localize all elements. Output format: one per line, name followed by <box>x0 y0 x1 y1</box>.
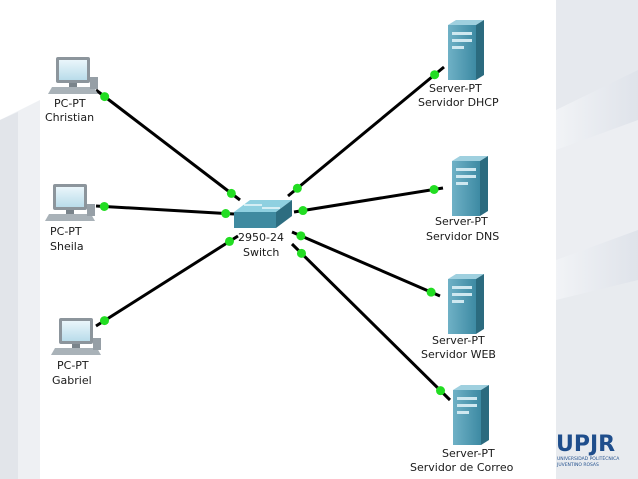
upjr-logo: UPJR UNIVERSIDAD POLITÉCNICA JUVENTINO R… <box>556 432 620 468</box>
pc-icon <box>51 318 101 355</box>
port-dot-srv1-srv1 <box>430 70 440 80</box>
port-dot-switch-pc2 <box>221 209 231 219</box>
port-dot-switch-pc1 <box>226 188 236 198</box>
pc-type-label: PC-PT <box>54 97 86 110</box>
link-srv4-switch <box>290 242 452 402</box>
ports-layer <box>99 70 446 396</box>
port-dot-switch-srv2 <box>298 206 308 216</box>
server-name-label: Servidor de Correo <box>410 461 514 474</box>
server-type-label: Server-PT <box>429 82 482 95</box>
server-web[interactable]: Server-PT Servidor WEB <box>421 274 496 361</box>
server-icon <box>452 156 488 216</box>
server-name-label: Servidor DHCP <box>418 96 499 109</box>
switch-icon <box>234 200 292 228</box>
pc-name-label: Christian <box>45 111 94 124</box>
port-dot-switch-srv1 <box>292 183 302 193</box>
port-dot-pc2-pc2 <box>99 201 109 211</box>
link-srv1-switch <box>287 65 445 198</box>
server-icon <box>453 385 489 445</box>
server-name-label: Servidor WEB <box>421 348 496 361</box>
server-type-label: Server-PT <box>442 447 495 460</box>
pc-christian[interactable]: PC-PT Christian <box>45 57 98 124</box>
port-dot-switch-srv3 <box>296 231 306 241</box>
link-pc3-switch <box>95 234 239 328</box>
port-dot-pc3-pc3 <box>100 316 110 326</box>
port-dot-srv2-srv2 <box>429 184 439 194</box>
link-pc1-switch <box>95 88 241 202</box>
server-dhcp[interactable]: Server-PT Servidor DHCP <box>418 20 499 109</box>
logo-sub-line1: UNIVERSIDAD POLITÉCNICA <box>557 454 620 462</box>
pc-type-label: PC-PT <box>57 359 89 372</box>
server-correo[interactable]: Server-PT Servidor de Correo <box>410 385 514 474</box>
switch-2950[interactable]: 2950-24 Switch <box>234 200 292 259</box>
pc-icon <box>48 57 98 94</box>
links-layer <box>95 65 452 402</box>
server-dns[interactable]: Server-PT Servidor DNS <box>426 156 499 243</box>
pc-gabriel[interactable]: PC-PT Gabriel <box>51 318 101 387</box>
logo-text: UPJR <box>556 432 615 457</box>
port-dot-srv4-srv4 <box>436 386 446 396</box>
logo-sub-line2: JUVENTINO ROSAS <box>556 462 599 468</box>
pc-name-label: Sheila <box>50 240 84 253</box>
server-name-label: Servidor DNS <box>426 230 499 243</box>
port-dot-switch-pc3 <box>224 236 234 246</box>
pc-type-label: PC-PT <box>50 225 82 238</box>
switch-model-label: 2950-24 <box>238 231 284 244</box>
server-icon <box>448 274 484 334</box>
pc-sheila[interactable]: PC-PT Sheila <box>45 184 95 253</box>
link-srv3-switch <box>291 230 441 298</box>
port-dot-switch-srv4 <box>296 248 306 258</box>
link-pc2-switch <box>95 204 235 216</box>
port-dot-srv3-srv3 <box>426 287 436 297</box>
server-icon <box>448 20 484 80</box>
port-dot-pc1-pc1 <box>100 92 110 102</box>
link-srv2-switch <box>293 186 444 214</box>
server-type-label: Server-PT <box>435 215 488 228</box>
switch-name-label: Switch <box>243 246 279 259</box>
pc-icon <box>45 184 95 221</box>
pc-name-label: Gabriel <box>52 374 92 387</box>
server-type-label: Server-PT <box>432 334 485 347</box>
